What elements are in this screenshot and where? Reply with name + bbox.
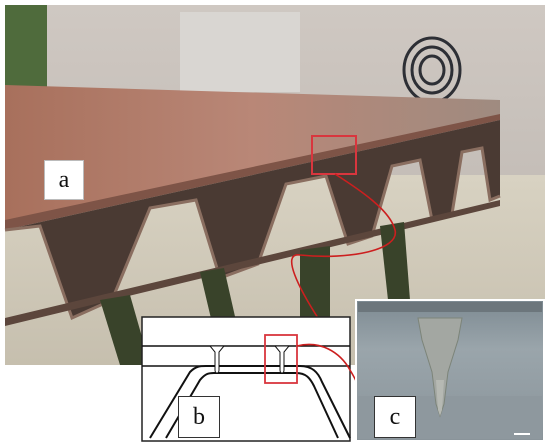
core-web-lines: [4, 146, 501, 321]
weld-profile-right: [273, 345, 291, 374]
corrugated-core: [5, 120, 500, 318]
drawing-panel-frame: [141, 316, 351, 442]
connector-line-photo-to-drawing: [290, 173, 396, 319]
panel-label-b: b: [178, 396, 220, 438]
workshop-door: [180, 12, 300, 92]
deck-edge-stripe: [5, 114, 500, 230]
weld-root: [436, 380, 444, 416]
detail-highlight-box-photo: [311, 135, 357, 175]
drawing-core-inner: [165, 372, 339, 439]
drawing-panel-b: [141, 316, 351, 442]
weld-profile-left: [208, 345, 226, 374]
macrograph-top-band: [358, 302, 542, 312]
panel-label-c: c: [374, 396, 416, 438]
detail-highlight-box-drawing: [264, 334, 298, 384]
macrograph-panel-c: [355, 299, 545, 442]
steel-deck-top-plate: [5, 85, 500, 228]
drawing-core-outer: [149, 365, 351, 439]
panel-label-a: a: [44, 160, 84, 200]
green-column: [5, 5, 47, 95]
steel-deck-bottom-plate: [5, 200, 500, 326]
